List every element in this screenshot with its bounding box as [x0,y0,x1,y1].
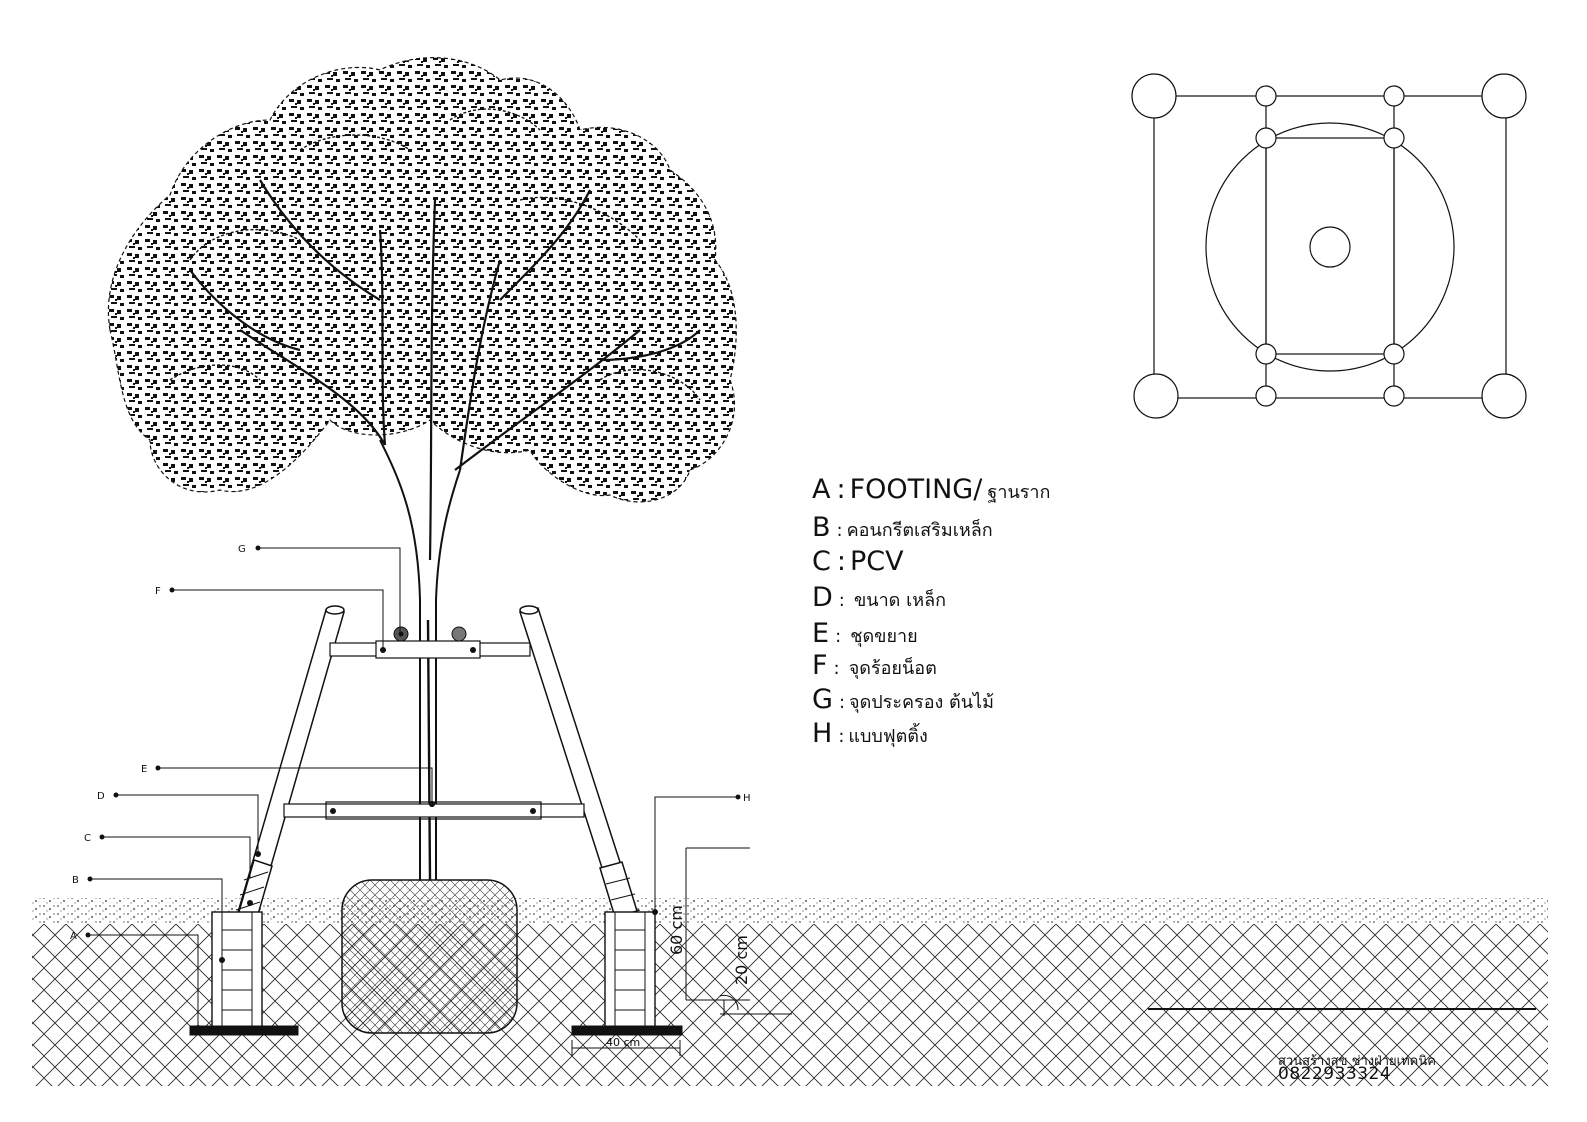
legend-separator: : [836,474,846,505]
legend-letter: F [812,650,828,681]
callout-label-a: A [70,931,77,942]
dimension-60cm: 60 cm [667,905,686,955]
legend-letter: C [812,546,831,577]
left-footing [189,911,299,1036]
legend-row-c: C:PCV [812,548,904,575]
left-support-pole [233,605,345,936]
legend-separator: : [833,658,840,679]
legend-letter: D [812,582,833,613]
legend-separator: : [835,626,842,647]
dimension-40cm: 40 cm [606,1036,640,1049]
plan-view [1131,73,1527,419]
callout-dots [85,545,741,1031]
right-footing [571,911,683,1036]
legend-row-d: D: ขนาด เหล็ก [812,584,946,611]
legend-description: ชุดขยาย [850,626,918,647]
root-ball [341,879,518,1034]
legend-letter: B [812,512,831,543]
legend-letter: G [812,684,833,715]
callout-label-d: D [97,791,105,802]
callout-label-b: B [72,875,79,886]
legend-row-g: G:จุดประครอง ต้นไม้ [812,686,994,713]
legend-row-e: E: ชุดขยาย [812,620,918,647]
callout-label-e: E [141,764,147,775]
legend-separator: : [838,692,846,713]
legend-term: PCV [849,546,904,577]
legend-separator: : [836,546,846,577]
dimension-lines [571,847,792,1056]
right-support-pole [519,605,645,941]
legend-term: FOOTING/ [849,474,983,505]
credit-name: สวนสร้างสุข ช่างฝ่ายเทคนิค [1278,1054,1436,1069]
dimension-20cm: 20 cm [732,935,751,985]
legend-description: ฐานราก [987,482,1051,503]
callout-leaders [88,547,738,1028]
ground [32,898,1548,1086]
callout-label-c: C [84,833,91,844]
callout-label-g: G [238,544,246,555]
callout-label-f: F [155,586,161,597]
credit-phone: 0822933324 [1278,1064,1392,1084]
legend-separator: : [838,726,845,747]
legend-description: คอนกรีตเสริมเหล็ก [846,520,993,541]
legend-description: จุดประครอง ต้นไม้ [849,692,994,713]
legend-description: จุดร้อยน็อต [848,658,937,679]
legend-row-b: B:คอนกรีตเสริมเหล็ก [812,514,993,541]
tree-trunk [189,179,701,881]
legend-letter: E [812,618,830,649]
legend-letter: H [812,718,833,749]
upper-crossbar [329,626,531,659]
callout-label-h: H [743,793,751,804]
legend-row-h: H:แบบฟุตติ้ง [812,720,928,747]
legend-row-f: F: จุดร้อยน็อต [812,652,937,679]
legend-separator: : [836,520,843,541]
tree-canopy [107,57,737,503]
legend-description: ขนาด เหล็ก [853,590,947,611]
legend-letter: A [812,474,831,505]
legend-row-a: A:FOOTING/ ฐานราก [812,476,1050,503]
legend-separator: : [838,590,845,611]
legend-description: แบบฟุตติ้ง [848,726,928,747]
